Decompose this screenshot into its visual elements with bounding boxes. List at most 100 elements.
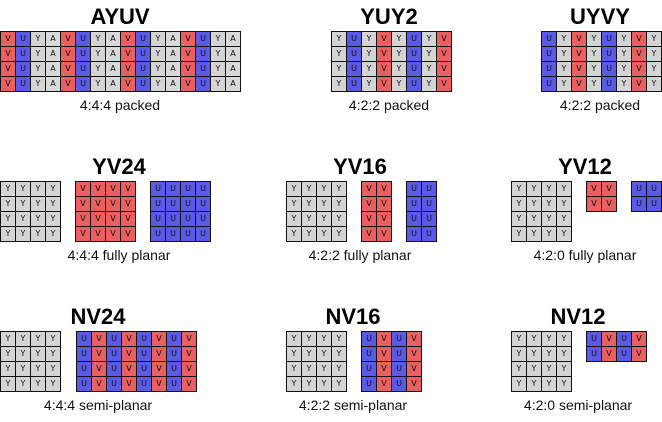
sample-cell-v: V: [182, 362, 196, 376]
sample-cell-y: Y: [302, 197, 316, 211]
sample-cell-u: U: [107, 362, 121, 376]
sample-cell-a: A: [46, 32, 60, 46]
sample-cell-v: V: [152, 362, 166, 376]
sample-cell-y: Y: [527, 212, 541, 226]
sample-cell-v: V: [121, 197, 135, 211]
sample-cell-v: V: [182, 347, 196, 361]
sample-cell-v: V: [106, 197, 120, 211]
sample-cell-y: Y: [1, 227, 15, 241]
sample-cell-u: U: [76, 62, 90, 76]
sample-cell-u: U: [362, 377, 376, 391]
sample-cell-y: Y: [211, 77, 225, 91]
sample-cell-u: U: [617, 332, 631, 346]
sample-cell-v: V: [602, 347, 616, 361]
format-caption: 4:4:4 semi-planar: [43, 397, 153, 413]
sample-cell-u: U: [362, 362, 376, 376]
sample-cell-v: V: [122, 332, 136, 346]
sample-cell-u: U: [422, 197, 436, 211]
sample-cell-u: U: [151, 182, 165, 196]
sample-cell-y: Y: [287, 227, 301, 241]
sample-cell-v: V: [377, 62, 391, 76]
sample-cell-v: V: [61, 32, 75, 46]
sample-cell-u: U: [16, 47, 30, 61]
sample-cell-u: U: [407, 47, 421, 61]
sample-cell-u: U: [151, 227, 165, 241]
sample-cell-y: Y: [31, 77, 45, 91]
sample-cell-y: Y: [512, 347, 526, 361]
sample-cell-v: V: [572, 47, 586, 61]
sample-cell-y: Y: [557, 182, 571, 196]
sample-cell-y: Y: [512, 377, 526, 391]
sample-cell-y: Y: [287, 212, 301, 226]
sample-cell-y: Y: [332, 227, 346, 241]
format-caption: 4:2:2 packed: [348, 97, 430, 113]
sample-cell-y: Y: [16, 197, 30, 211]
sample-cell-u: U: [167, 362, 181, 376]
sample-cell-v: V: [377, 362, 391, 376]
sample-cell-y: Y: [1, 197, 15, 211]
sample-cell-y: Y: [587, 77, 601, 91]
sample-cell-u: U: [542, 47, 556, 61]
sample-cell-y: Y: [211, 62, 225, 76]
sample-cell-y: Y: [31, 32, 45, 46]
sample-cell-y: Y: [302, 347, 316, 361]
sample-cell-y: Y: [422, 77, 436, 91]
sample-cell-y: Y: [46, 347, 60, 361]
sample-cell-u: U: [76, 77, 90, 91]
sample-cell-y: Y: [151, 32, 165, 46]
sample-cell-y: Y: [422, 47, 436, 61]
format-caption: 4:2:2 fully planar: [308, 247, 412, 263]
sample-cell-y: Y: [302, 227, 316, 241]
sample-cell-u: U: [107, 377, 121, 391]
sample-cell-v: V: [92, 332, 106, 346]
sample-cell-y: Y: [211, 32, 225, 46]
sample-cell-v: V: [76, 182, 90, 196]
sample-cell-y: Y: [557, 362, 571, 376]
sample-cell-y: Y: [542, 377, 556, 391]
format-title: NV12: [550, 304, 606, 329]
sample-cell-y: Y: [617, 62, 631, 76]
sample-cell-y: Y: [557, 227, 571, 241]
sample-cell-u: U: [77, 377, 91, 391]
sample-cell-y: Y: [422, 62, 436, 76]
sample-cell-a: A: [106, 77, 120, 91]
sample-cell-v: V: [121, 182, 135, 196]
sample-cell-u: U: [422, 212, 436, 226]
sample-cell-v: V: [91, 212, 105, 226]
sample-cell-v: V: [121, 47, 135, 61]
sample-cell-y: Y: [557, 332, 571, 346]
sample-cell-a: A: [166, 32, 180, 46]
sample-cell-v: V: [377, 227, 391, 241]
sample-cell-y: Y: [512, 197, 526, 211]
sample-cell-y: Y: [16, 227, 30, 241]
sample-cell-u: U: [166, 212, 180, 226]
sample-cell-u: U: [166, 197, 180, 211]
sample-cell-a: A: [226, 32, 240, 46]
sample-cell-y: Y: [527, 227, 541, 241]
sample-cell-u: U: [167, 332, 181, 346]
sample-cell-v: V: [572, 32, 586, 46]
sample-cell-v: V: [362, 227, 376, 241]
sample-cell-y: Y: [557, 197, 571, 211]
sample-cell-y: Y: [542, 347, 556, 361]
sample-cell-v: V: [182, 332, 196, 346]
sample-cell-u: U: [392, 347, 406, 361]
sample-cell-v: V: [76, 197, 90, 211]
sample-cell-v: V: [121, 227, 135, 241]
sample-cell-y: Y: [91, 62, 105, 76]
sample-cell-a: A: [166, 47, 180, 61]
sample-cell-u: U: [77, 347, 91, 361]
sample-cell-y: Y: [16, 362, 30, 376]
sample-cell-y: Y: [617, 77, 631, 91]
sample-cell-v: V: [106, 227, 120, 241]
sample-cell-u: U: [166, 227, 180, 241]
format-title: YUY2: [360, 4, 418, 29]
sample-cell-y: Y: [422, 32, 436, 46]
sample-cell-y: Y: [317, 332, 331, 346]
sample-cell-y: Y: [512, 182, 526, 196]
